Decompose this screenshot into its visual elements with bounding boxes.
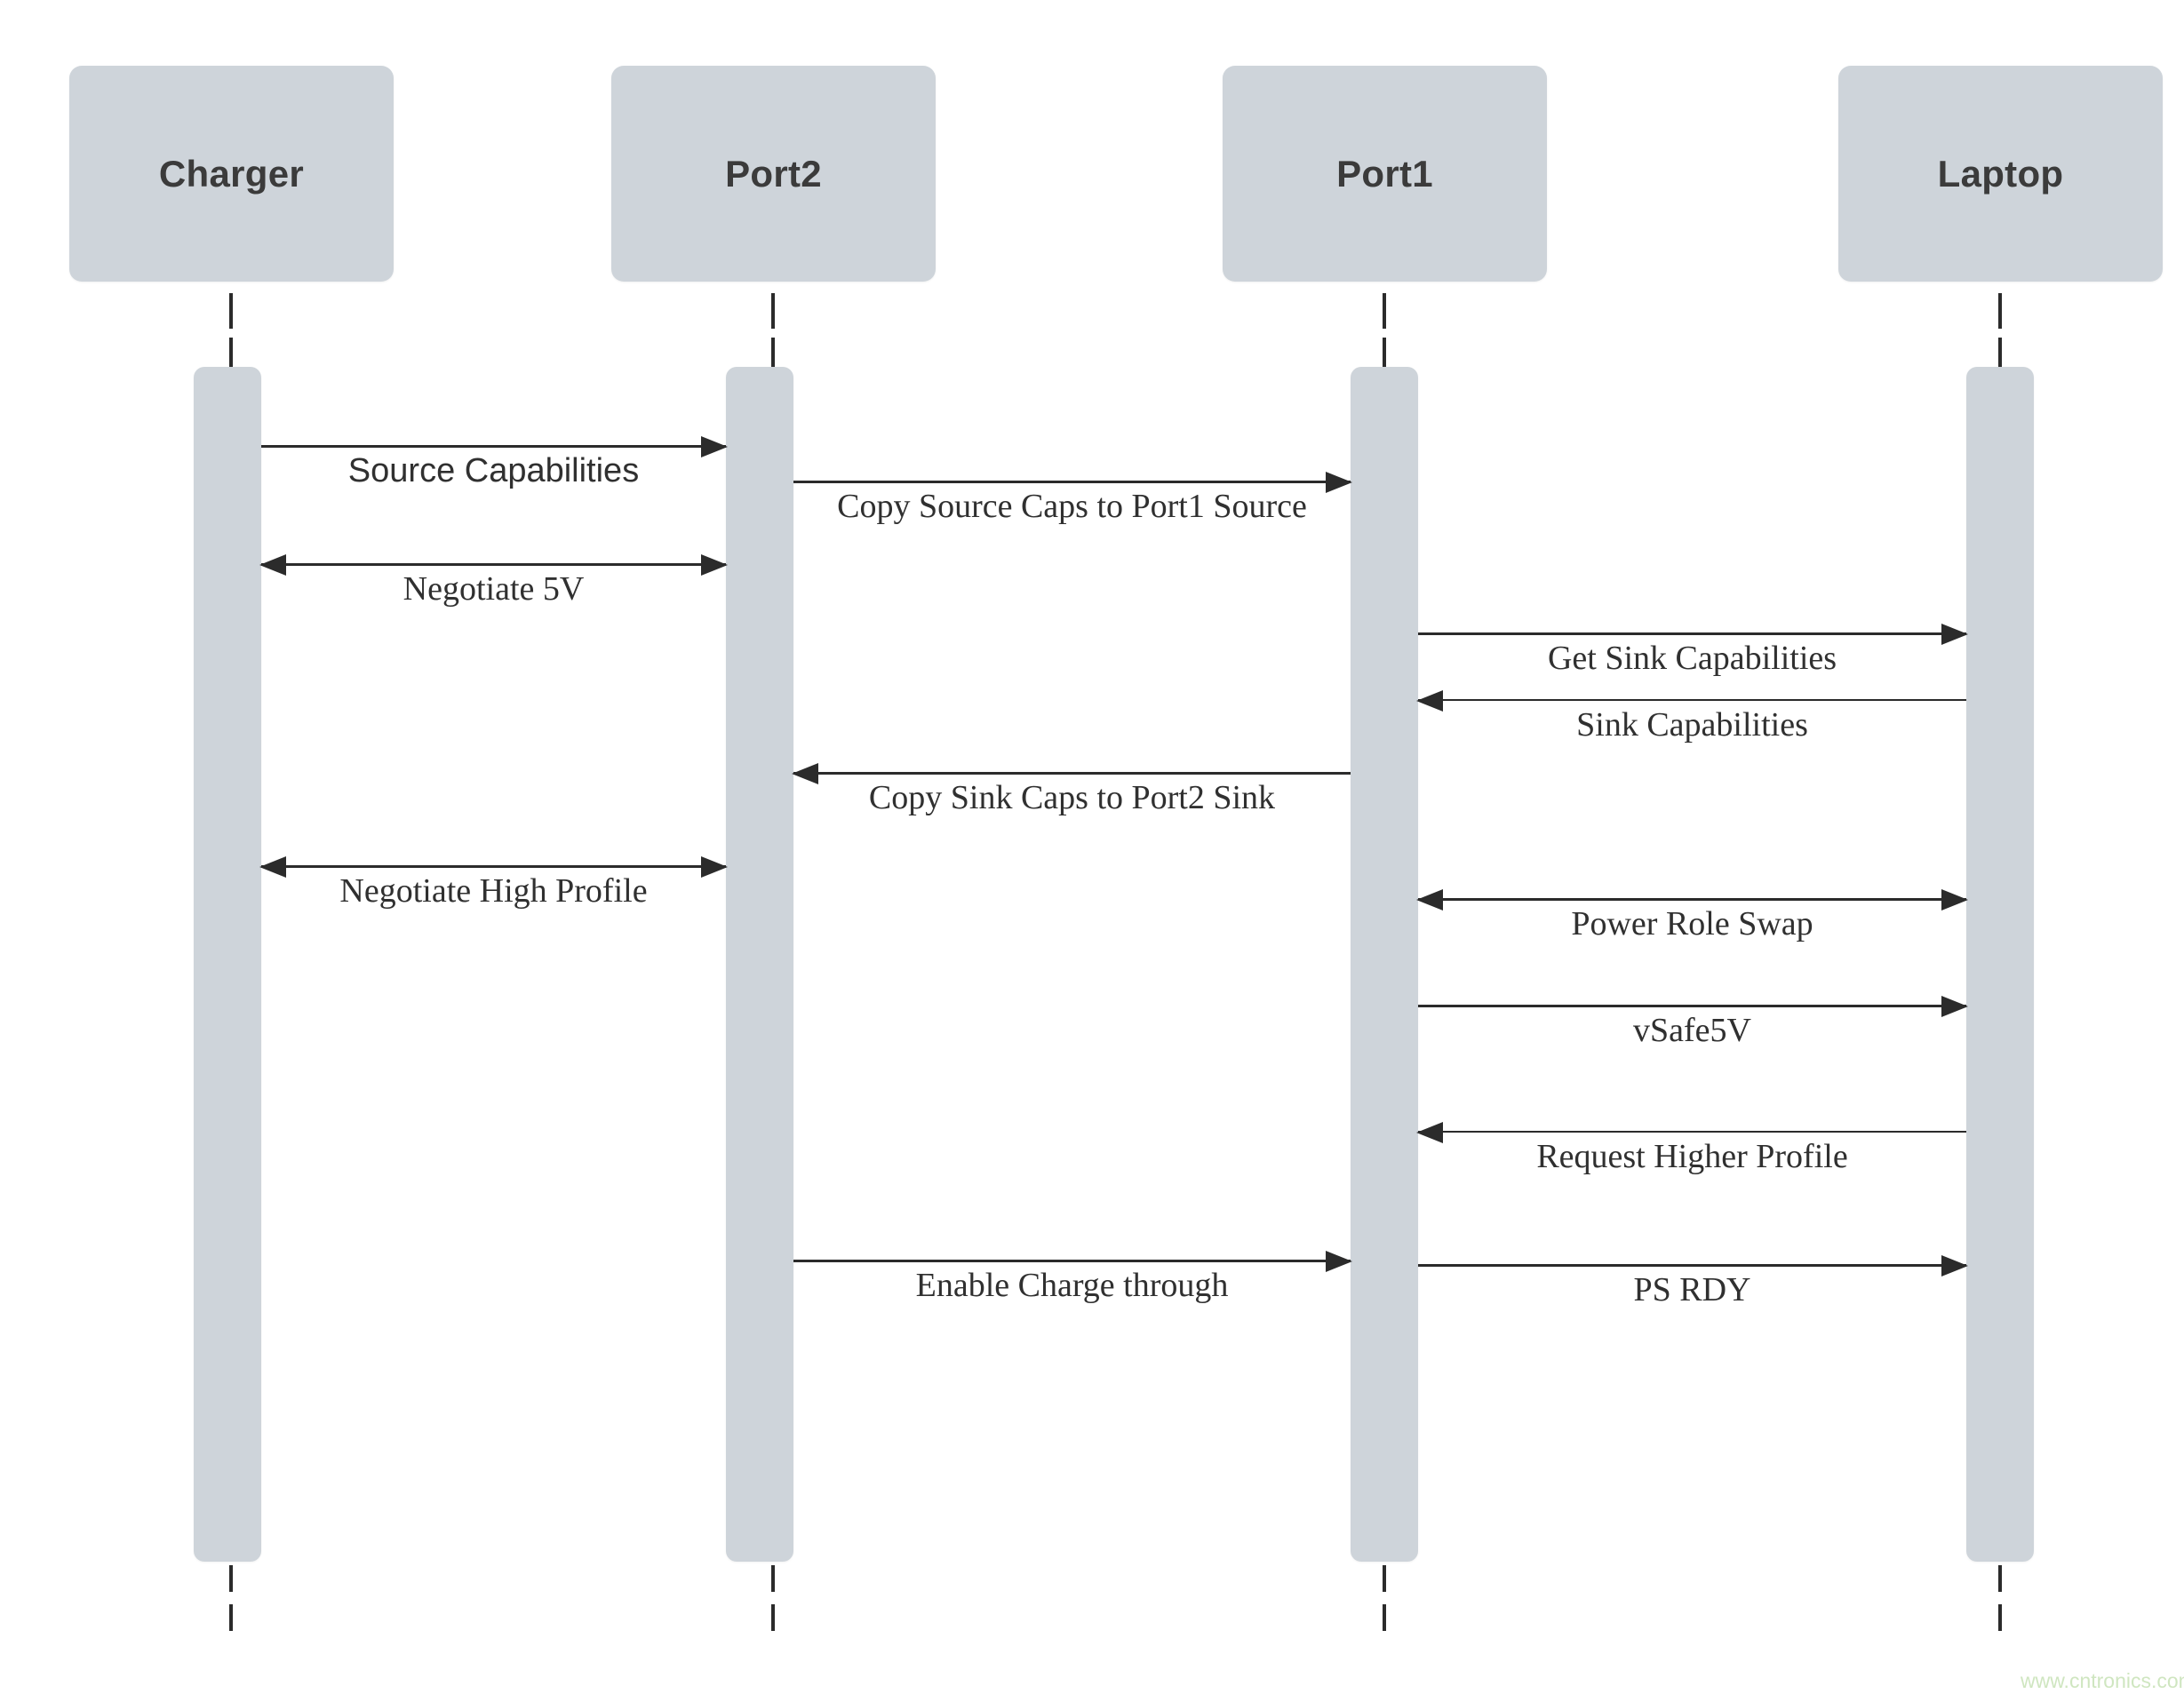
lifeline-dash-port1-top-0 <box>1383 293 1386 329</box>
message-label-m7: Negotiate High Profile <box>339 872 648 910</box>
message-line-m10 <box>1418 1131 1966 1133</box>
arrowhead-right-icon-m7 <box>701 856 728 878</box>
message-line-m12 <box>1418 1264 1966 1267</box>
lifeline-dash-port2-bottom-1 <box>771 1604 775 1631</box>
participant-box-charger[interactable]: Charger <box>69 66 394 282</box>
message-label-m8: Power Role Swap <box>1571 905 1813 942</box>
message-label-m11: Enable Charge through <box>915 1267 1229 1304</box>
message-label-m4: Get Sink Capabilities <box>1547 640 1837 677</box>
lifeline-dash-port1-bottom-1 <box>1383 1604 1386 1631</box>
activation-bar-port2[interactable] <box>726 367 793 1562</box>
arrowhead-right-icon-m4 <box>1941 624 1968 645</box>
message-line-m8 <box>1418 898 1966 901</box>
message-label-m5: Sink Capabilities <box>1576 706 1808 744</box>
lifeline-dash-laptop-bottom-0 <box>1998 1565 2002 1592</box>
lifeline-dash-port1-bottom-0 <box>1383 1565 1386 1592</box>
participant-box-port2[interactable]: Port2 <box>611 66 936 282</box>
arrowhead-right-icon-m8 <box>1941 889 1968 911</box>
message-line-m7 <box>261 865 726 868</box>
arrowhead-right-icon-m9 <box>1941 996 1968 1017</box>
activation-bar-charger[interactable] <box>194 367 261 1562</box>
participant-label-charger: Charger <box>158 152 305 195</box>
message-line-m9 <box>1418 1005 1966 1007</box>
lifeline-dash-laptop-top-1 <box>1998 338 2002 367</box>
arrowhead-right-icon-m2 <box>1326 472 1352 493</box>
participant-label-port1: Port1 <box>1336 152 1433 195</box>
message-line-m11 <box>793 1260 1351 1262</box>
message-line-m3 <box>261 563 726 566</box>
lifeline-dash-port1-top-1 <box>1383 338 1386 367</box>
arrowhead-right-icon-m1 <box>701 436 728 457</box>
message-line-m6 <box>793 772 1351 775</box>
participant-label-laptop: Laptop <box>1937 152 2064 195</box>
message-line-m1 <box>261 445 726 448</box>
message-label-m9: vSafe5V <box>1633 1012 1751 1049</box>
message-line-m5 <box>1418 699 1966 701</box>
arrowhead-right-icon-m11 <box>1326 1251 1352 1272</box>
message-label-m10: Request Higher Profile <box>1536 1138 1848 1175</box>
message-label-m1: Source Capabilities <box>347 452 640 489</box>
message-label-m2: Copy Source Caps to Port1 Source <box>837 488 1307 525</box>
message-label-m12: PS RDY <box>1633 1271 1751 1308</box>
arrowhead-left-icon-m5 <box>1416 690 1443 712</box>
arrowhead-right-icon-m3 <box>701 554 728 576</box>
arrowhead-left-icon-m3 <box>259 554 286 576</box>
message-line-m2 <box>793 481 1351 483</box>
arrowhead-right-icon-m12 <box>1941 1255 1968 1276</box>
arrowhead-left-icon-m8 <box>1416 889 1443 911</box>
lifeline-dash-port2-top-1 <box>771 338 775 367</box>
activation-bar-port1[interactable] <box>1351 367 1418 1562</box>
watermark: www.cntronics.com <box>2021 1669 2184 1692</box>
lifeline-dash-charger-top-1 <box>229 338 233 367</box>
message-line-m4 <box>1418 632 1966 635</box>
lifeline-dash-charger-bottom-0 <box>229 1565 233 1592</box>
message-label-m3: Negotiate 5V <box>403 570 585 608</box>
message-label-m6: Copy Sink Caps to Port2 Sink <box>868 779 1276 816</box>
participant-box-laptop[interactable]: Laptop <box>1838 66 2163 282</box>
arrowhead-left-icon-m10 <box>1416 1122 1443 1143</box>
activation-bar-laptop[interactable] <box>1966 367 2034 1562</box>
lifeline-dash-port2-bottom-0 <box>771 1565 775 1592</box>
participant-box-port1[interactable]: Port1 <box>1223 66 1547 282</box>
arrowhead-left-icon-m7 <box>259 856 286 878</box>
participant-label-port2: Port2 <box>725 152 822 195</box>
lifeline-dash-laptop-top-0 <box>1998 293 2002 329</box>
lifeline-dash-port2-top-0 <box>771 293 775 329</box>
lifeline-dash-charger-top-0 <box>229 293 233 329</box>
lifeline-dash-charger-bottom-1 <box>229 1604 233 1631</box>
arrowhead-left-icon-m6 <box>792 763 818 784</box>
lifeline-dash-laptop-bottom-1 <box>1998 1604 2002 1631</box>
